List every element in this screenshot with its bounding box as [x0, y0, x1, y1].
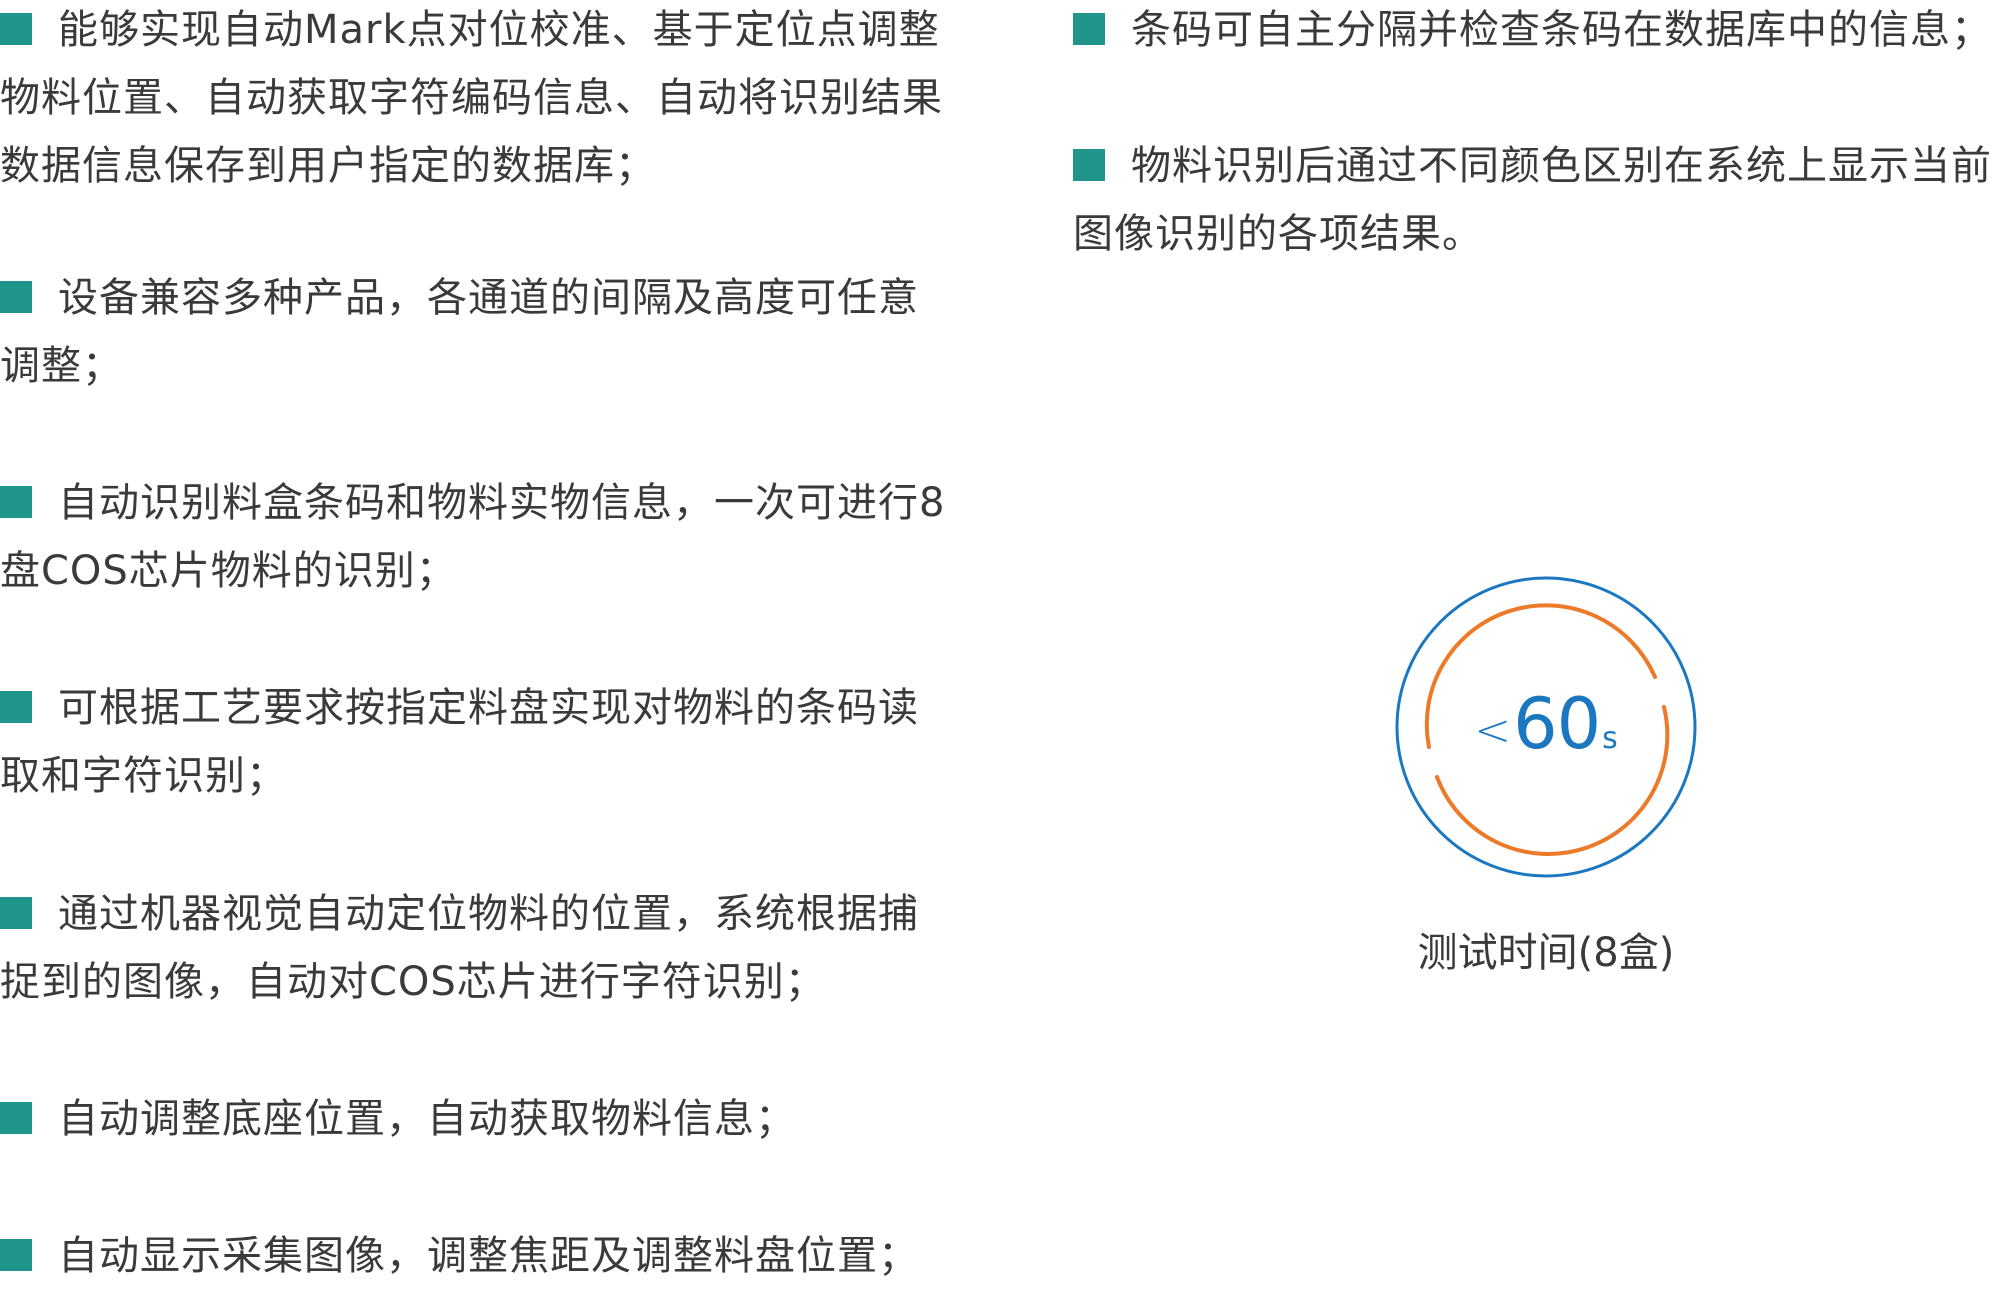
list-item: 可根据工艺要求按指定料盘实现对物料的条码读取和字符识别；	[0, 674, 955, 810]
list-item-text: 自动调整底座位置，自动获取物料信息；	[58, 1096, 796, 1142]
list-item-text: 通过机器视觉自动定位物料的位置，系统根据捕捉到的图像，自动对COS芯片进行字符识…	[0, 891, 919, 1005]
list-item-text: 物料识别后通过不同颜色区别在系统上显示当前图像识别的各项结果。	[1073, 143, 1992, 257]
list-item-text: 条码可自主分隔并检查条码在数据库中的信息；	[1131, 7, 1992, 53]
timer-arc-bottom	[1435, 705, 1670, 856]
square-bullet-icon	[0, 691, 32, 723]
square-bullet-icon	[1073, 13, 1105, 45]
list-item-text: 可根据工艺要求按指定料盘实现对物料的条码读取和字符识别；	[0, 685, 919, 799]
list-item: 物料识别后通过不同颜色区别在系统上显示当前图像识别的各项结果。	[1073, 132, 2013, 268]
square-bullet-icon	[0, 281, 32, 313]
square-bullet-icon	[0, 486, 32, 518]
list-item: 能够实现自动Mark点对位校准、基于定位点调整物料位置、自动获取字符编码信息、自…	[0, 0, 955, 200]
list-item-text: 能够实现自动Mark点对位校准、基于定位点调整物料位置、自动获取字符编码信息、自…	[0, 7, 943, 189]
list-item: 设备兼容多种产品，各通道的间隔及高度可任意调整；	[0, 264, 955, 400]
square-bullet-icon	[1073, 149, 1105, 181]
square-bullet-icon	[0, 897, 32, 929]
timer-unit: s	[1602, 720, 1618, 756]
square-bullet-icon	[0, 1102, 32, 1134]
timer-outer-ring	[1395, 576, 1697, 878]
list-item: 条码可自主分隔并检查条码在数据库中的信息；	[1073, 0, 2013, 64]
timer-arc-top	[1424, 603, 1657, 749]
list-item-text: 设备兼容多种产品，各通道的间隔及高度可任意调整；	[0, 275, 919, 389]
list-item: 通过机器视觉自动定位物料的位置，系统根据捕捉到的图像，自动对COS芯片进行字符识…	[0, 880, 955, 1016]
timer-number: 60	[1513, 683, 1601, 765]
list-item: 自动显示采集图像，调整焦距及调整料盘位置；	[0, 1222, 955, 1290]
list-item-text: 自动识别料盒条码和物料实物信息，一次可进行8盘COS芯片物料的识别；	[0, 480, 946, 594]
timer-prefix: <	[1474, 704, 1512, 756]
square-bullet-icon	[0, 1239, 32, 1271]
square-bullet-icon	[0, 13, 32, 45]
timer-ring-icon	[1395, 576, 1697, 878]
list-item-text: 自动显示采集图像，调整焦距及调整料盘位置；	[58, 1233, 919, 1279]
list-item: 自动调整底座位置，自动获取物料信息；	[0, 1085, 955, 1153]
list-item: 自动识别料盒条码和物料实物信息，一次可进行8盘COS芯片物料的识别；	[0, 469, 955, 605]
timer-caption: 测试时间(8盒)	[1417, 930, 1675, 976]
